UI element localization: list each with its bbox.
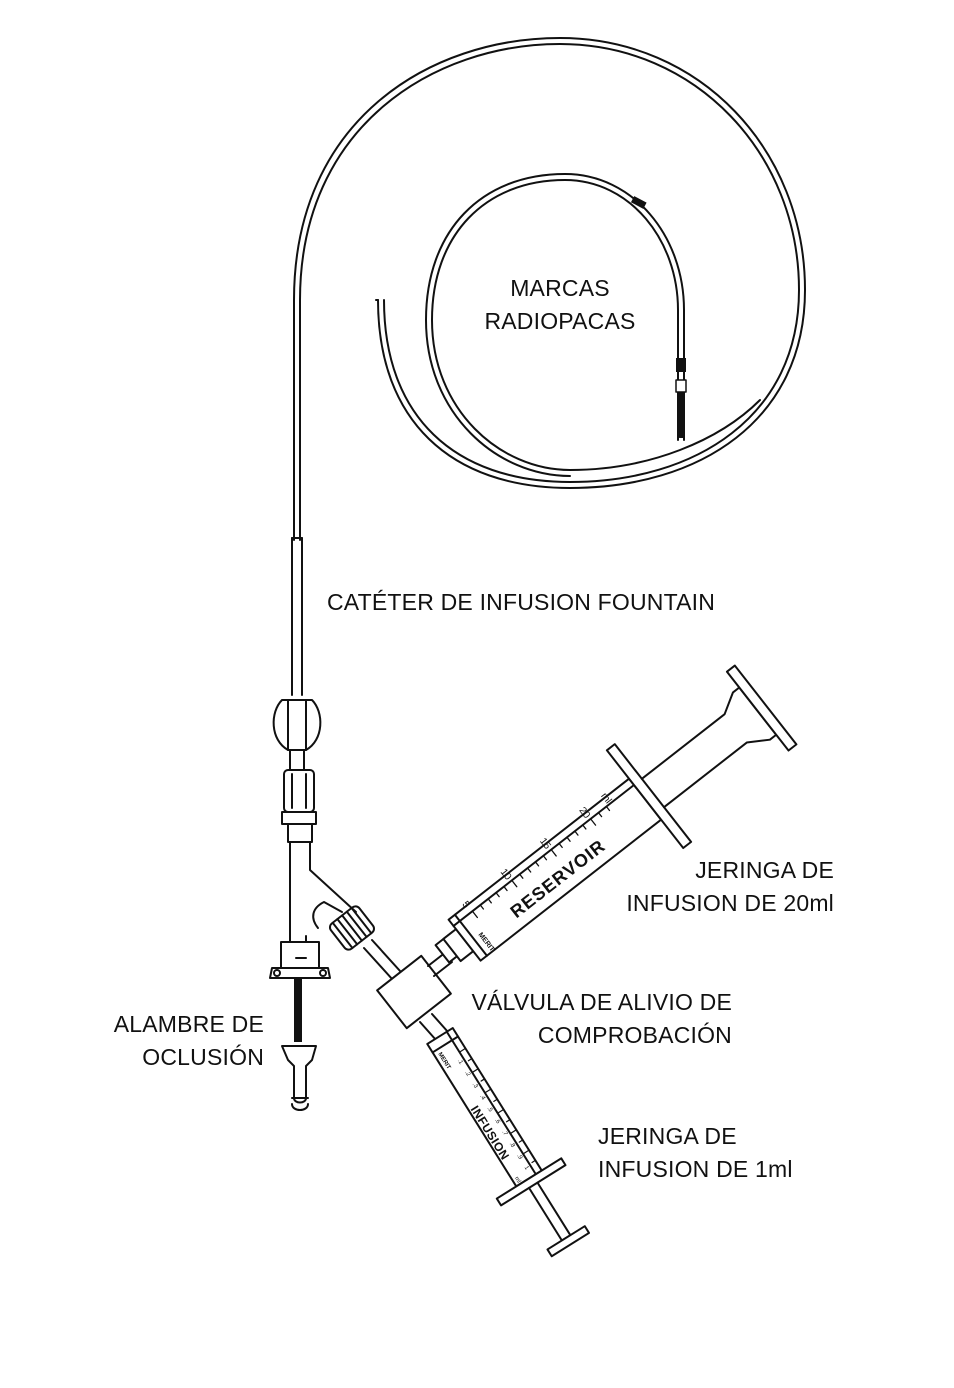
label-occlusion-wire-line2: OCLUSIÓN <box>100 1041 264 1074</box>
label-occlusion-wire-line1: ALAMBRE DE <box>100 1008 264 1041</box>
syringe-1ml <box>408 1016 603 1265</box>
label-syringe-20ml-line2: INFUSION DE 20ml <box>560 887 834 920</box>
label-check-valve-line2: COMPROBACIÓN <box>460 1019 732 1052</box>
label-catheter: CATÉTER DE INFUSION FOUNTAIN <box>327 586 715 619</box>
catheter-hub <box>274 700 321 842</box>
syringe-20ml <box>414 656 804 999</box>
label-syringe-20ml-line1: JERINGA DE <box>560 854 834 887</box>
label-syringe-1ml-line1: JERINGA DE <box>598 1120 793 1153</box>
label-radiopaque-markers-line1: MARCAS <box>470 272 650 305</box>
occlusion-wire <box>282 978 316 1110</box>
radiopaque-marker-2 <box>676 358 686 372</box>
label-check-valve: VÁLVULA DE ALIVIO DE COMPROBACIÓN <box>460 986 732 1052</box>
label-radiopaque-markers-line2: RADIOPACAS <box>470 305 650 338</box>
label-catheter-text: CATÉTER DE INFUSION FOUNTAIN <box>327 586 715 619</box>
catheter-shaft <box>292 538 302 695</box>
label-syringe-20ml: JERINGA DE INFUSION DE 20ml <box>560 854 834 920</box>
label-check-valve-line1: VÁLVULA DE ALIVIO DE <box>460 986 732 1019</box>
catheter-tip <box>678 392 685 438</box>
label-syringe-1ml: JERINGA DE INFUSION DE 1ml <box>598 1120 793 1186</box>
label-occlusion-wire: ALAMBRE DE OCLUSIÓN <box>100 1008 264 1074</box>
label-syringe-1ml-line2: INFUSION DE 1ml <box>598 1153 793 1186</box>
check-valve <box>377 956 451 1028</box>
y-connector <box>270 842 376 978</box>
label-radiopaque-markers: MARCAS RADIOPACAS <box>470 272 650 338</box>
